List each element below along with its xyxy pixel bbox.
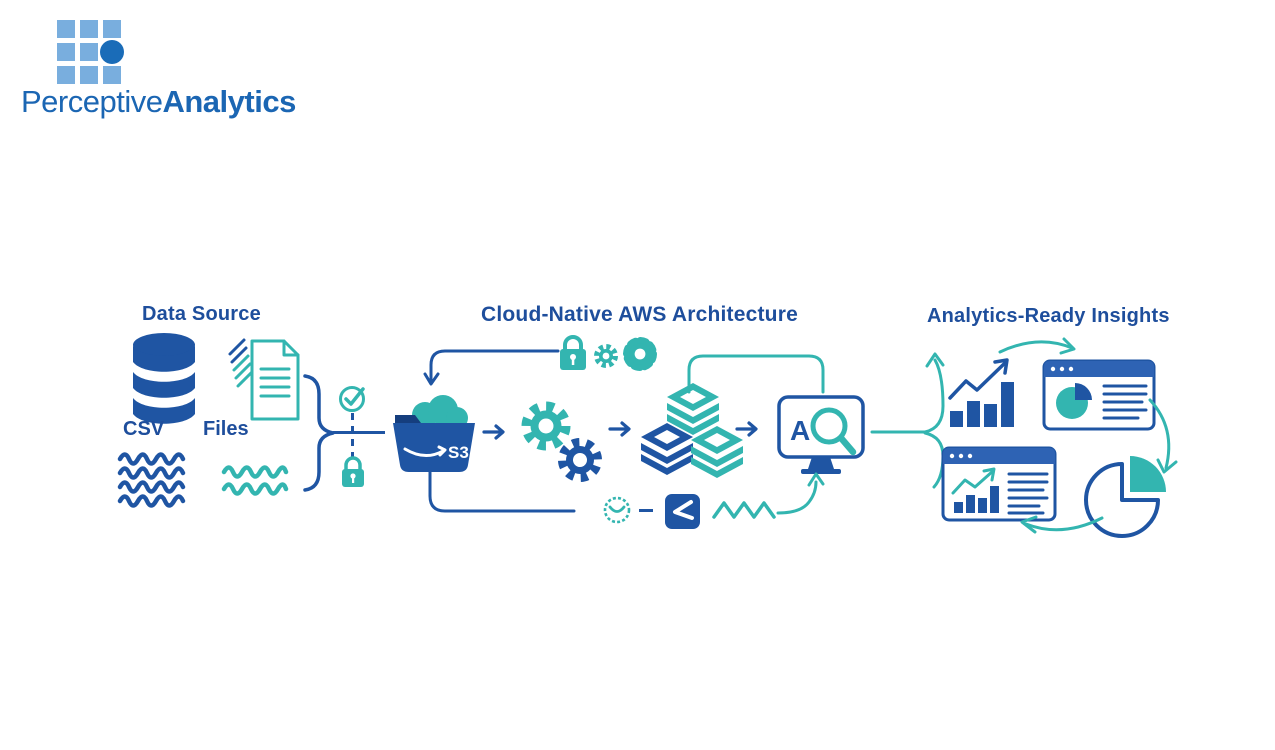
logo-square [103, 66, 121, 84]
brand-name-bold: Analytics [162, 84, 296, 119]
dashboard-pie-window-icon [1042, 359, 1156, 431]
stream-up-connector [776, 472, 825, 515]
logo-square [80, 66, 98, 84]
growth-chart-icon [948, 358, 1014, 427]
cycle-arrow-top-icon [998, 337, 1076, 355]
files-waves-icon [221, 465, 289, 496]
data-source-title: Data Source [142, 303, 261, 325]
documents-icon [228, 338, 300, 421]
security-gear-large-icon [623, 337, 657, 371]
dashboard-bars-window-icon [941, 446, 1057, 522]
aws-title: Cloud-Native AWS Architecture [481, 303, 798, 326]
logo-square [80, 43, 98, 61]
logo-dot-icon [100, 40, 124, 64]
security-lock-icon [560, 335, 586, 370]
logo-grid-icon [57, 20, 124, 84]
cycle-arrow-bottom-icon [1020, 515, 1104, 534]
sync-icon [603, 496, 631, 524]
smile-arrow-icon [403, 447, 445, 457]
csv-waves-icon [117, 452, 186, 508]
csv-label: CSV [123, 418, 165, 440]
magnifier-icon [810, 407, 857, 456]
athena-monitor-icon: A [777, 395, 865, 474]
flow-arrow-icon [608, 421, 631, 437]
layers-athena-connector [687, 354, 825, 394]
lock-icon [342, 456, 364, 487]
files-label: Files [203, 418, 249, 440]
logo-square [57, 43, 75, 61]
security-loop-connector [423, 349, 560, 386]
stream-dash [639, 509, 653, 512]
brand-name: PerceptiveAnalytics [21, 84, 296, 120]
zigzag-icon [712, 501, 776, 519]
etl-gears-icon [521, 401, 602, 482]
insights-title: Analytics-Ready Insights [927, 305, 1170, 327]
logo-square [57, 66, 75, 84]
stream-app-icon [665, 494, 700, 529]
security-gear-small-icon [594, 344, 618, 368]
logo-square [57, 20, 75, 38]
dashed-connector [351, 413, 354, 459]
logo-square [103, 20, 121, 38]
cycle-arrow-right-icon [1148, 398, 1178, 474]
flow-arrow-icon [735, 421, 758, 437]
check-icon [339, 386, 365, 412]
logo-dot-cell [100, 40, 124, 64]
s3-bucket-icon: S3 [393, 395, 475, 472]
logo-square [80, 20, 98, 38]
transfer-line [333, 431, 385, 434]
pie-chart-icon [1084, 456, 1166, 538]
flow-arrow-icon [482, 424, 505, 440]
stream-loop-connector [428, 464, 576, 513]
curly-brace-connector [303, 374, 335, 492]
data-layers-icon [641, 383, 743, 478]
s3-label: S3 [448, 443, 469, 462]
athena-label: A [790, 415, 810, 446]
database-icon [133, 333, 195, 424]
brand-name-regular: Perceptive [21, 84, 163, 119]
